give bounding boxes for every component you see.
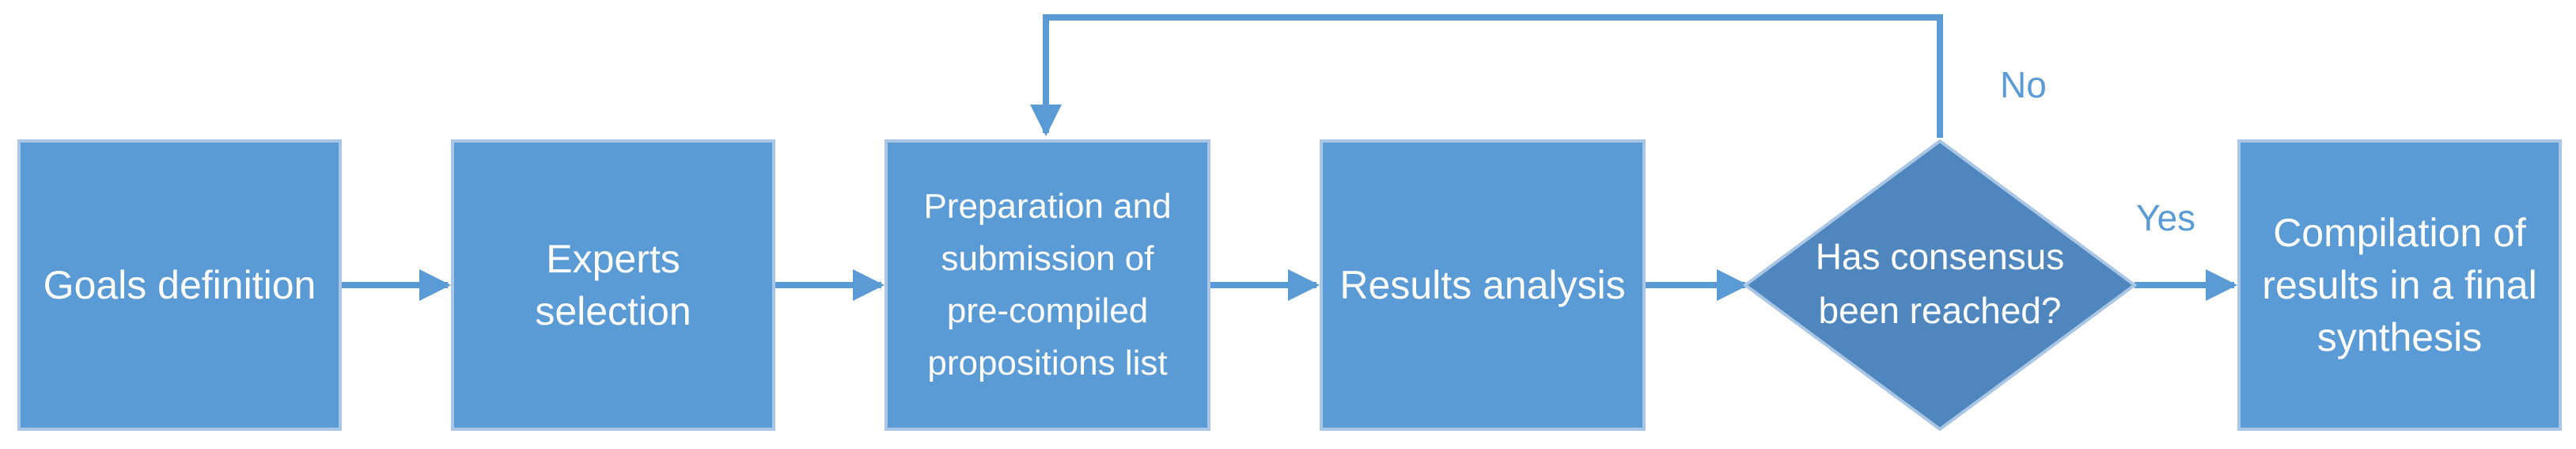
experts-selection-line-2: selection	[535, 289, 691, 333]
preparation-line-4: propositions list	[927, 344, 1168, 382]
decision-line-1: Has consensus	[1815, 236, 2065, 277]
compilation-line-1: Compilation of	[2273, 211, 2526, 255]
decision-line-2: been reached?	[1818, 290, 2062, 331]
experts-selection-line-1: Experts	[546, 237, 680, 281]
compilation-box: Compilation of results in a final synthe…	[2237, 139, 2562, 431]
decision-diamond	[1742, 139, 2138, 432]
no-label: No	[2000, 64, 2047, 105]
yes-label: Yes	[2136, 197, 2196, 238]
compilation-line-3: synthesis	[2317, 315, 2483, 360]
goals-definition-box: Goals definition	[17, 139, 342, 431]
results-analysis-box: Results analysis	[1320, 139, 1646, 431]
arrow-decision-no-loop	[1030, 14, 1943, 138]
experts-selection-box: Experts selection	[451, 139, 775, 431]
preparation-box: Preparation and submission of pre-compil…	[885, 139, 1210, 431]
preparation-line-3: pre-compiled	[946, 291, 1149, 330]
results-analysis-label: Results analysis	[1339, 263, 1626, 307]
preparation-line-1: Preparation and	[923, 187, 1172, 226]
preparation-line-2: submission of	[941, 239, 1154, 278]
compilation-line-2: results in a final	[2262, 263, 2537, 307]
decision-text: Has consensus been reached?	[1769, 230, 2111, 337]
goals-definition-label: Goals definition	[43, 263, 316, 307]
